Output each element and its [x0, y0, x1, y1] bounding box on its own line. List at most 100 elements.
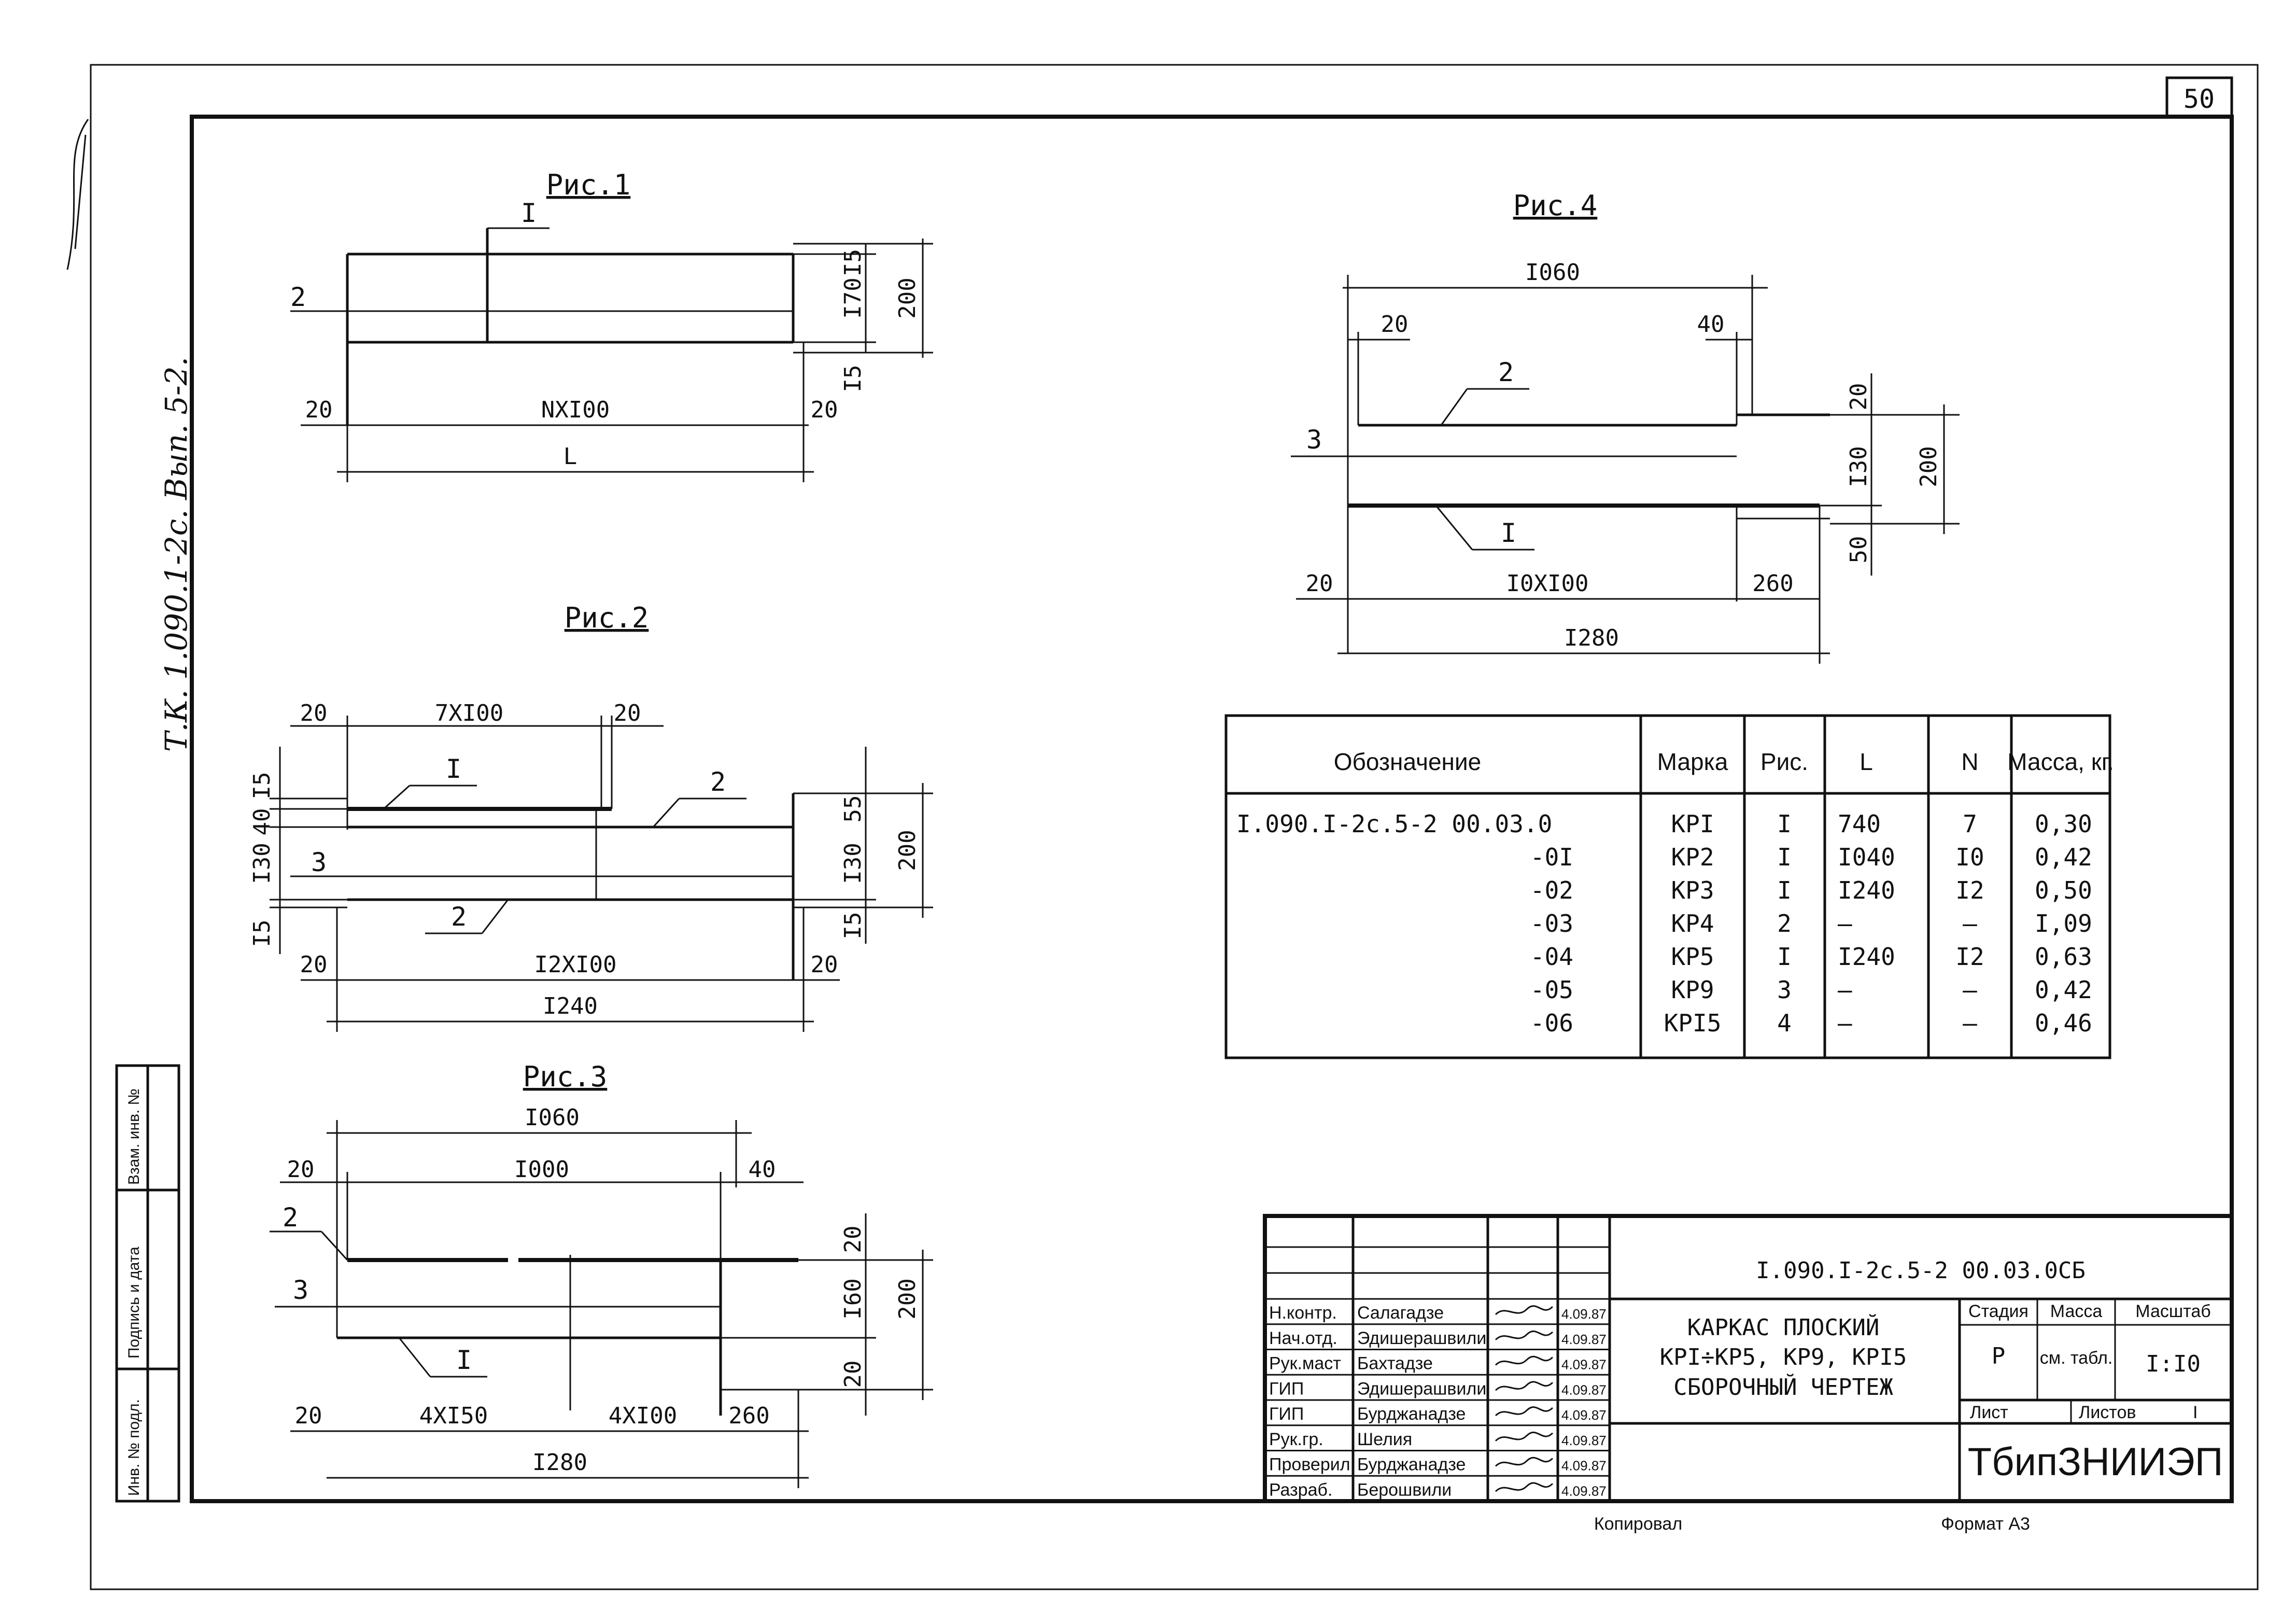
fig1-dim-15a: I5 [840, 249, 866, 276]
tb-title-line-2: КРI÷КР5, КР9, КРI5 [1660, 1344, 1907, 1370]
spec-header-mark: Марка [1657, 748, 1728, 775]
sheet-number-box [2165, 76, 2233, 118]
fig2-left-130: I30 [249, 843, 275, 884]
fig1-dim-15b: I5 [840, 365, 866, 393]
spec-cell-r5-c3: — [1838, 976, 1852, 1004]
tb-staff-date: 4.09.87 [1561, 1306, 1607, 1322]
fig4-caption: Рис.4 [1513, 189, 1598, 222]
tb-staff-date: 4.09.87 [1561, 1357, 1607, 1373]
fig3-top-total: I060 [525, 1104, 580, 1131]
spec-cell-r0-c1: КРI [1671, 810, 1714, 838]
fig2-right-15: I5 [840, 912, 866, 940]
spec-cell-r3-c4: — [1963, 910, 1977, 938]
fig4-top-20: 20 [1381, 311, 1408, 338]
spec-cell-r2-c3: I240 [1838, 876, 1895, 904]
side-note: Т.К. 1.090.1-2с. Вып. 5-2. [159, 357, 194, 752]
fig4-bottom-total: I280 [1564, 625, 1619, 651]
tb-staff-date: 4.09.87 [1561, 1332, 1607, 1347]
stamp-signature-label: Подпись и дата [125, 1247, 143, 1359]
spec-cell-r2-c0: -02 [1530, 876, 1573, 904]
spec-header-length: L [1860, 748, 1873, 775]
tb-stage: Р [1992, 1343, 2006, 1369]
fig1-dim-20-left: 20 [305, 397, 333, 423]
tb-staff-name: Эдишерашвили [1357, 1379, 1486, 1398]
tb-staff-date: 4.09.87 [1561, 1483, 1607, 1499]
spec-cell-r4-c5: 0,63 [2035, 943, 2092, 971]
outer-frame [90, 64, 2259, 1590]
tb-staff-date: 4.09.87 [1561, 1382, 1607, 1397]
fig3-bottom-4x150: 4XI50 [419, 1403, 488, 1429]
fig2-pos-2-bottom: 2 [451, 902, 467, 932]
spec-cell-r2-c5: 0,50 [2035, 876, 2092, 904]
spec-cell-r1-c2: I [1777, 843, 1792, 871]
fig3-pos-2: 2 [283, 1202, 298, 1233]
fig2-caption: Рис.2 [565, 601, 649, 634]
fig2-pos-1: I [446, 754, 461, 784]
tb-staff-signature [1495, 1381, 1554, 1391]
tb-scale: I:I0 [2146, 1351, 2201, 1377]
inner-frame [190, 115, 2234, 1503]
tb-staff-signature [1495, 1482, 1554, 1492]
fig1-dim-200: 200 [894, 277, 921, 318]
tb-scale-label: Масштаб [2135, 1302, 2210, 1321]
fig2-bottom-20-right: 20 [811, 952, 838, 978]
spec-cell-r3-c5: I,09 [2035, 910, 2092, 938]
fig2-bottom-20-left: 20 [300, 952, 328, 978]
fig2-top-20-right: 20 [614, 700, 641, 726]
tb-staff-name: Берошвили [1357, 1480, 1452, 1500]
fig1-dim-20-right: 20 [811, 397, 838, 423]
fig2-left-15: I5 [249, 772, 275, 800]
fig2-bottom-total: I240 [543, 993, 598, 1019]
fig3-right-20b: 20 [840, 1361, 866, 1388]
fig2-pos-3: 3 [311, 847, 327, 877]
tb-title-line-1: КАРКАС ПЛОСКИЙ [1687, 1313, 1880, 1341]
side-signature [66, 119, 89, 270]
spec-cell-r6-c2: 4 [1777, 1009, 1792, 1037]
spec-cell-r6-c3: — [1838, 1009, 1852, 1037]
spec-header-figure: Рис. [1760, 748, 1808, 775]
tb-staff-signature [1495, 1330, 1554, 1340]
spec-cell-r4-c4: I2 [1955, 943, 1984, 971]
fig4-right-200: 200 [1915, 446, 1942, 487]
spec-cell-r5-c5: 0,42 [2035, 976, 2092, 1004]
tb-staff-role: Рук.маст [1269, 1354, 1341, 1374]
fig2-top-spacing: 7XI00 [435, 700, 503, 726]
spec-cell-r4-c0: -04 [1530, 943, 1573, 971]
spec-cell-r0-c3: 740 [1838, 810, 1881, 838]
spec-cell-r3-c2: 2 [1777, 910, 1792, 938]
fig2-bottom-spacing: I2XI00 [534, 952, 617, 978]
spec-header-count: N [1961, 748, 1978, 775]
fig2-right-200: 200 [894, 830, 921, 871]
figure-2: Рис.2 20 7XI00 20 3 I 2 2 I5 40 I30 I5 [249, 601, 933, 1032]
fig3-right-200: 200 [894, 1278, 921, 1319]
fig2-pos-2-top: 2 [710, 767, 726, 797]
stamp-inv-label: Инв. № подл. [125, 1399, 143, 1496]
spec-cell-r5-c2: 3 [1777, 976, 1792, 1004]
spec-cell-r2-c2: I [1777, 876, 1792, 904]
fig4-right-130: I30 [1846, 446, 1872, 487]
fig4-pos-3: 3 [1306, 425, 1322, 455]
spec-cell-r4-c3: I240 [1838, 943, 1895, 971]
fig3-top-1000: I000 [514, 1156, 569, 1183]
tb-organization: ТбипЗНИИЭП [1968, 1440, 2223, 1484]
fig3-right-160: I60 [840, 1278, 866, 1319]
spec-cell-r4-c2: I [1777, 943, 1792, 971]
tb-staff-role: Проверил [1269, 1455, 1350, 1475]
fig3-caption: Рис.3 [523, 1060, 608, 1093]
tb-staff-role: ГИП [1269, 1404, 1304, 1424]
tb-sheet-label: Лист [1970, 1403, 2008, 1422]
footer-copied: Копировал [1594, 1514, 1682, 1534]
spec-cell-r6-c1: КРI5 [1664, 1009, 1722, 1037]
spec-cell-r1-c3: I040 [1838, 843, 1895, 871]
fig3-top-40: 40 [749, 1156, 776, 1183]
spec-cell-r6-c4: — [1963, 1009, 1977, 1037]
fig4-right-20: 20 [1846, 383, 1872, 411]
tb-staff-role: Нач.отд. [1269, 1328, 1337, 1348]
sheet-number: 50 [2184, 84, 2215, 114]
tb-stage-label: Стадия [1968, 1302, 2029, 1321]
fig4-pos-1: I [1501, 518, 1516, 548]
fig3-right-20a: 20 [840, 1226, 866, 1253]
fig1-pos-2: 2 [290, 282, 306, 312]
